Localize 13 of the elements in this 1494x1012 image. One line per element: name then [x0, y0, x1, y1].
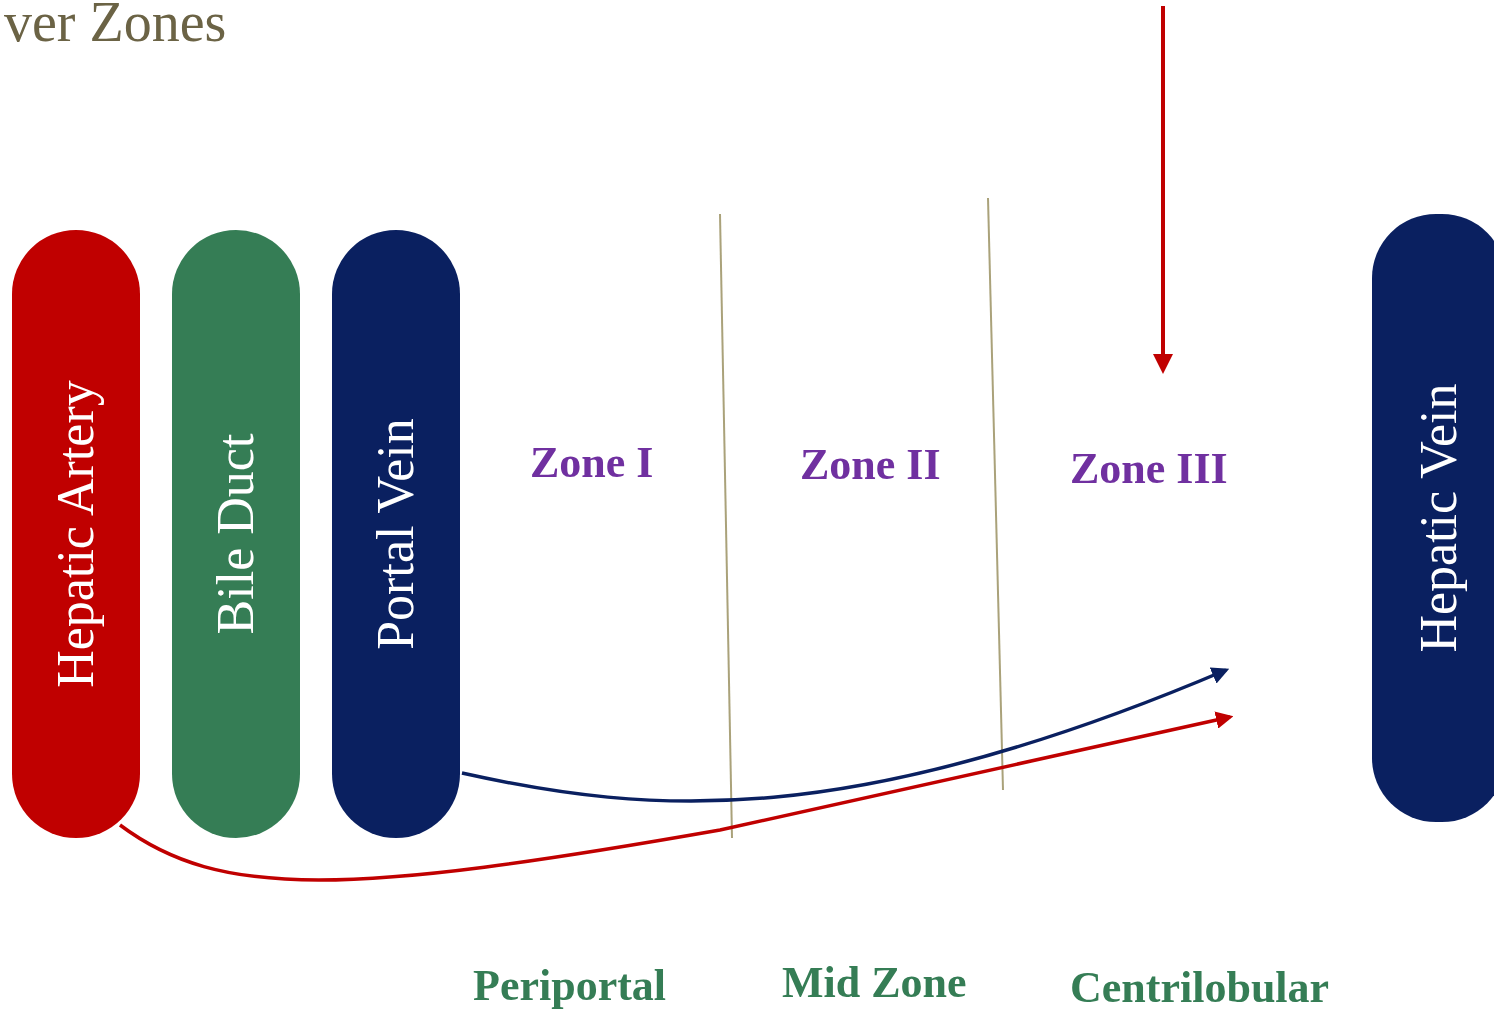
zone-label: Zone II — [800, 439, 941, 491]
arrow — [461, 667, 1230, 803]
vessel-label: Bile Duct — [210, 433, 262, 635]
vessel-label: Hepatic Artery — [50, 380, 102, 688]
zone-label: Centrilobular — [1070, 962, 1330, 1012]
zone-label: Zone I — [530, 437, 654, 489]
vessel-label: Hepatic Vein — [1413, 383, 1465, 653]
zone-label: Mid Zone — [782, 957, 967, 1009]
zone-label: Zone III — [1070, 443, 1228, 495]
title: ver Zones — [4, 0, 227, 50]
arrow — [119, 711, 1234, 882]
vessel-label: Portal Vein — [370, 418, 422, 650]
zone-label: Periportal — [473, 960, 667, 1012]
